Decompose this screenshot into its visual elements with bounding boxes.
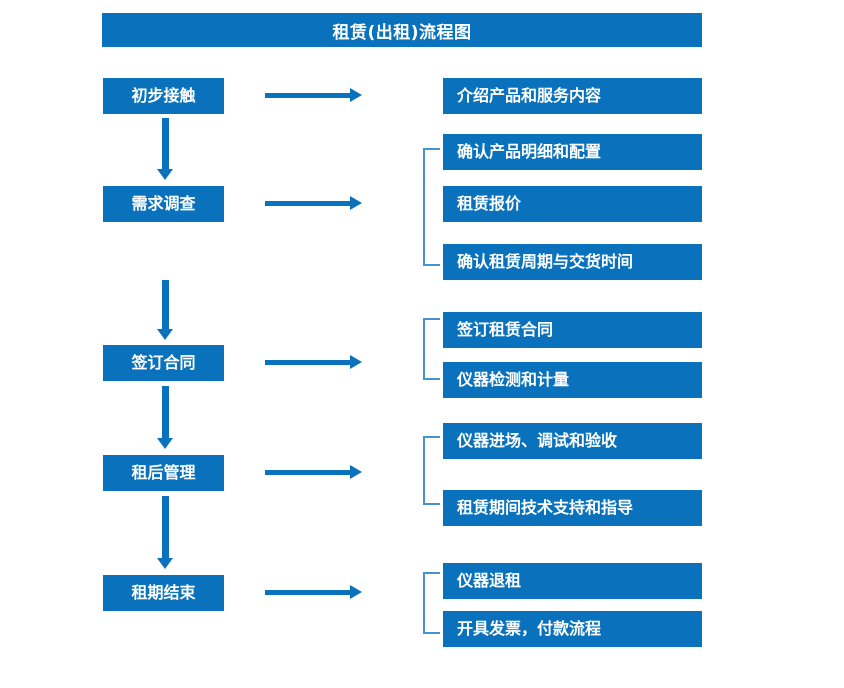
group-bracket-2 (423, 148, 440, 266)
detail-label-5-2: 开具发票，付款流程 (457, 619, 602, 638)
detail-label-4-1: 仪器进场、调试和验收 (457, 431, 618, 450)
detail-box-2-1[interactable]: 确认产品明细和配置 (443, 134, 702, 170)
right-arrow-icon-4 (265, 465, 362, 479)
page-title: 租赁(出租)流程图 (332, 22, 472, 43)
group-bracket-3 (423, 318, 440, 380)
right-arrow-icon-2 (265, 196, 362, 210)
group-bracket-4 (423, 436, 440, 505)
right-arrow-icon-1 (265, 88, 362, 102)
detail-label-4-2: 租赁期间技术支持和指导 (457, 498, 634, 517)
stage-box-4[interactable]: 租后管理 (103, 455, 224, 491)
detail-box-4-2[interactable]: 租赁期间技术支持和指导 (443, 490, 702, 526)
detail-box-2-3[interactable]: 确认租赁周期与交货时间 (443, 244, 702, 280)
detail-box-1-1[interactable]: 介绍产品和服务内容 (443, 78, 702, 114)
detail-label-2-2: 租赁报价 (457, 194, 522, 213)
detail-box-5-2[interactable]: 开具发票，付款流程 (443, 611, 702, 647)
right-arrow-icon-3 (265, 355, 362, 369)
stage-label-4: 租后管理 (131, 463, 196, 482)
detail-label-2-3: 确认租赁周期与交货时间 (457, 252, 634, 271)
down-arrow-icon-1 (157, 118, 173, 180)
stage-label-5: 租期结束 (131, 583, 196, 602)
detail-box-3-1[interactable]: 签订租赁合同 (443, 312, 702, 348)
detail-box-5-1[interactable]: 仪器退租 (443, 563, 702, 599)
detail-label-5-1: 仪器退租 (457, 571, 522, 590)
stage-box-5[interactable]: 租期结束 (103, 575, 224, 611)
down-arrow-icon-4 (157, 496, 173, 569)
down-arrow-icon-3 (157, 386, 173, 449)
detail-box-4-1[interactable]: 仪器进场、调试和验收 (443, 423, 702, 459)
diagram-title-bar: 租赁(出租)流程图 (102, 13, 702, 47)
detail-box-3-2[interactable]: 仪器检测和计量 (443, 362, 702, 398)
detail-label-2-1: 确认产品明细和配置 (457, 142, 602, 161)
stage-label-2: 需求调查 (131, 194, 196, 213)
stage-label-1: 初步接触 (131, 86, 196, 105)
stage-box-1[interactable]: 初步接触 (103, 78, 224, 114)
right-arrow-icon-5 (265, 585, 362, 599)
group-bracket-5 (423, 572, 440, 634)
stage-box-3[interactable]: 签订合同 (103, 345, 224, 381)
detail-label-3-2: 仪器检测和计量 (457, 370, 570, 389)
detail-label-3-1: 签订租赁合同 (457, 320, 554, 339)
detail-box-2-2[interactable]: 租赁报价 (443, 186, 702, 222)
detail-label-1-1: 介绍产品和服务内容 (457, 86, 602, 105)
down-arrow-icon-2 (157, 280, 173, 340)
stage-box-2[interactable]: 需求调查 (103, 186, 224, 222)
stage-label-3: 签订合同 (131, 353, 196, 372)
